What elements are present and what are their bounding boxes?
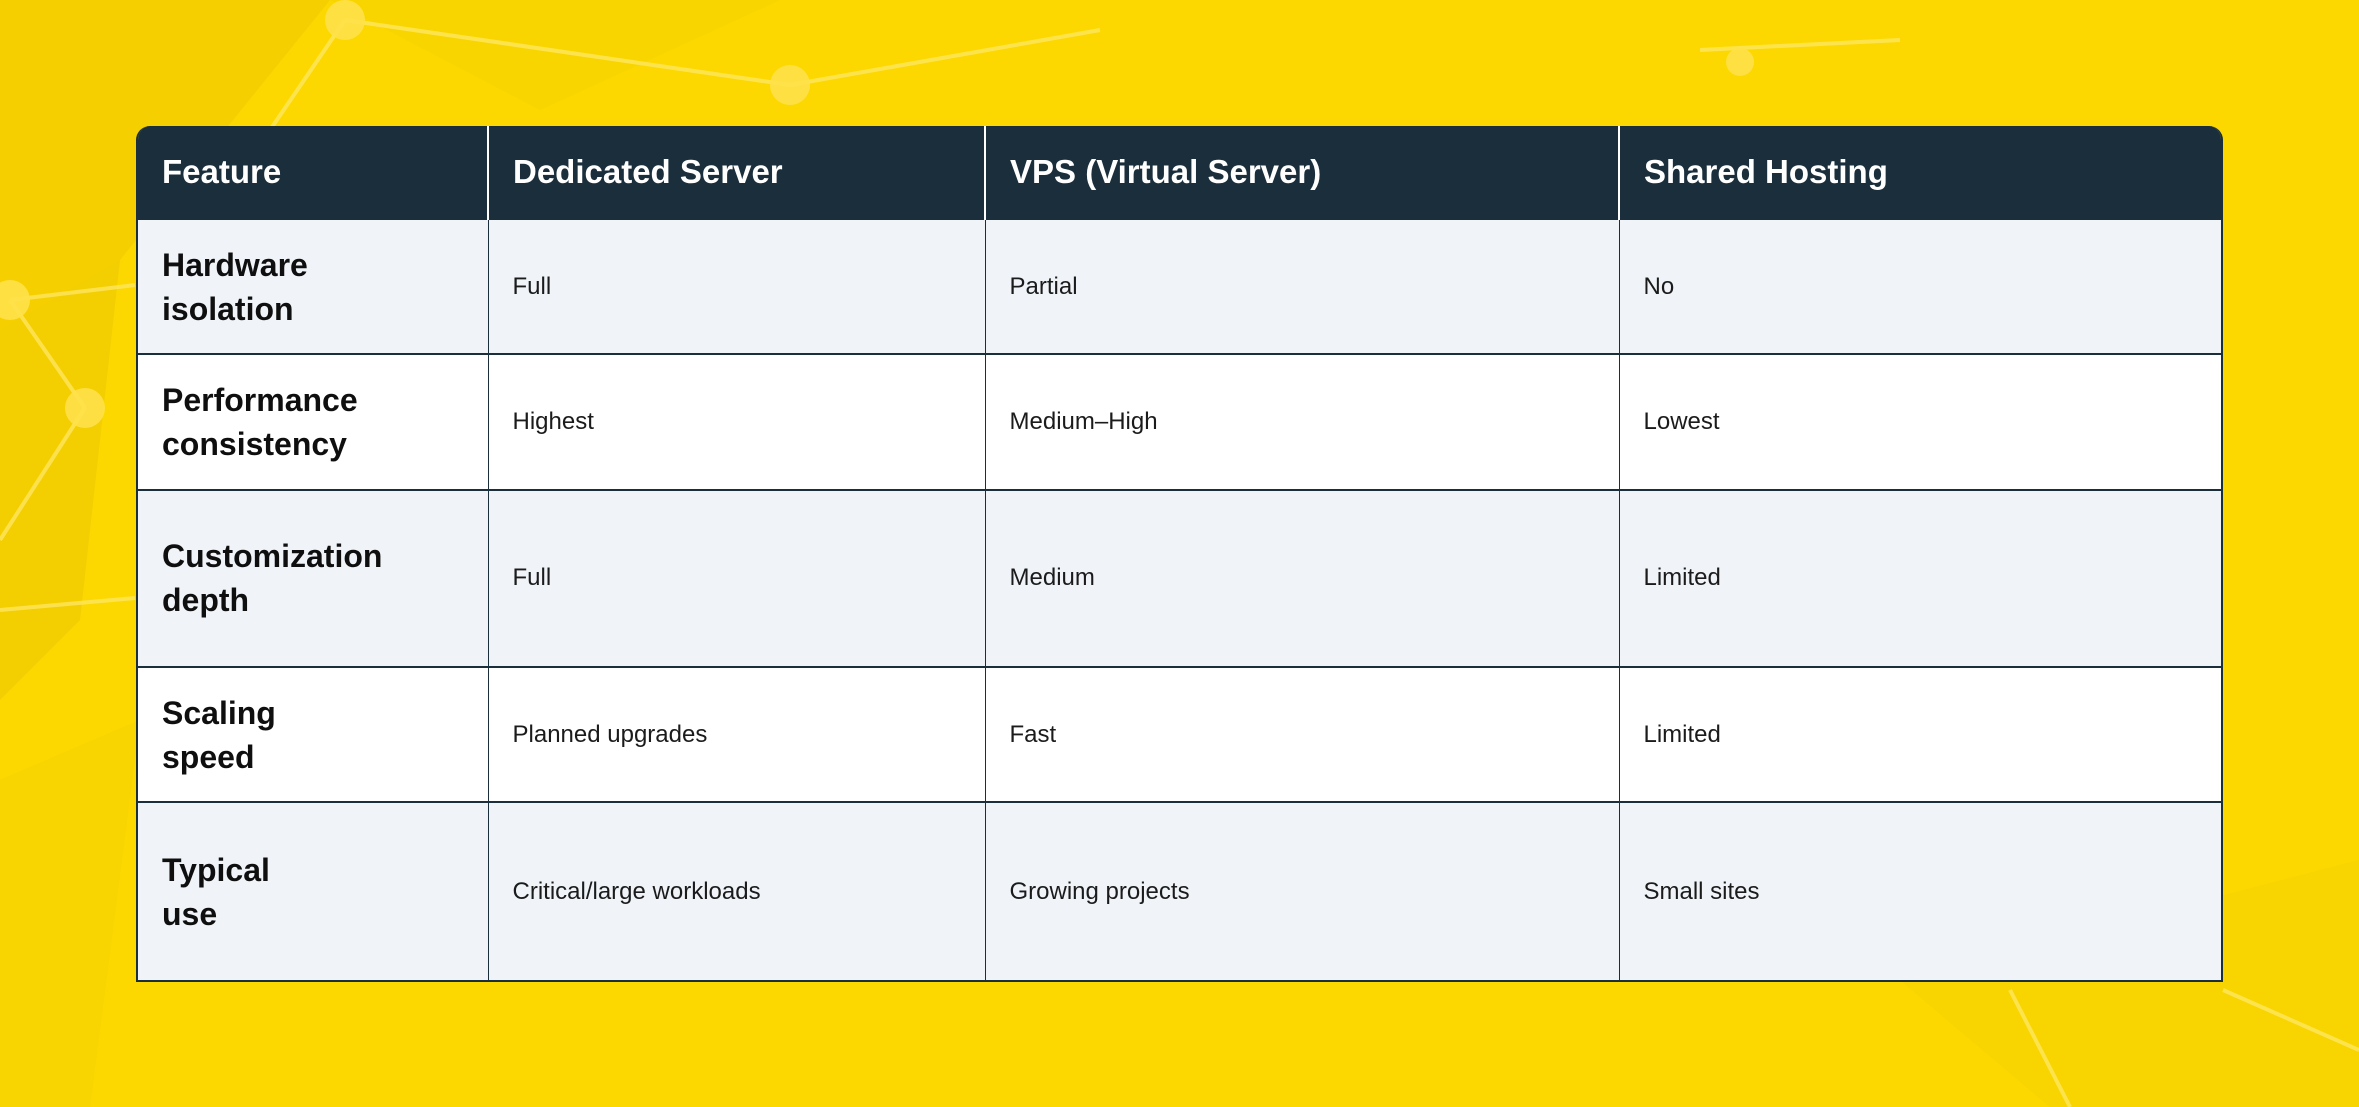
dedicated-cell: Full [488, 489, 986, 668]
dedicated-cell: Highest [488, 354, 986, 490]
vps-cell: Growing projects [985, 802, 1620, 980]
feature-cell: Scaling speed [138, 667, 489, 803]
vps-cell: Partial [985, 219, 1620, 355]
header-feature: Feature [138, 126, 489, 219]
table-row: Hardware isolation Full Partial No [138, 219, 2221, 355]
shared-cell: Limited [1643, 720, 1721, 748]
feature-cell: Typical use [138, 802, 489, 980]
shared-cell: Limited [1643, 564, 1721, 592]
shared-cell: Small sites [1643, 877, 1760, 905]
header-dedicated-server: Dedicated Server [488, 126, 986, 219]
table-row: Performance consistency Highest Medium–H… [138, 354, 2221, 490]
table-row: Scaling speed Planned upgrades Fast Limi… [138, 667, 2221, 803]
shared-cell: Lowest [1643, 408, 1720, 436]
feature-cell: Hardware isolation [138, 219, 489, 355]
table-row: Typical use Critical/large workloads Gro… [138, 802, 2221, 980]
vps-cell: Medium [985, 489, 1620, 668]
shared-cell: No [1643, 272, 1675, 300]
feature-cell: Performance consistency [138, 354, 489, 490]
vps-cell: Medium–High [985, 354, 1620, 490]
dedicated-cell: Planned upgrades [488, 667, 986, 803]
comparison-table: Feature Dedicated Server VPS (Virtual Se… [136, 126, 2223, 982]
dedicated-cell: Full [488, 219, 986, 355]
table-header-row: Feature Dedicated Server VPS (Virtual Se… [138, 126, 2221, 219]
header-shared-hosting: Shared Hosting [1644, 153, 1888, 190]
header-vps: VPS (Virtual Server) [985, 126, 1620, 219]
feature-cell: Customization depth [138, 489, 489, 668]
table-row: Customization depth Full Medium Limited [138, 489, 2221, 668]
vps-cell: Fast [985, 667, 1620, 803]
dedicated-cell: Critical/large workloads [488, 802, 986, 980]
